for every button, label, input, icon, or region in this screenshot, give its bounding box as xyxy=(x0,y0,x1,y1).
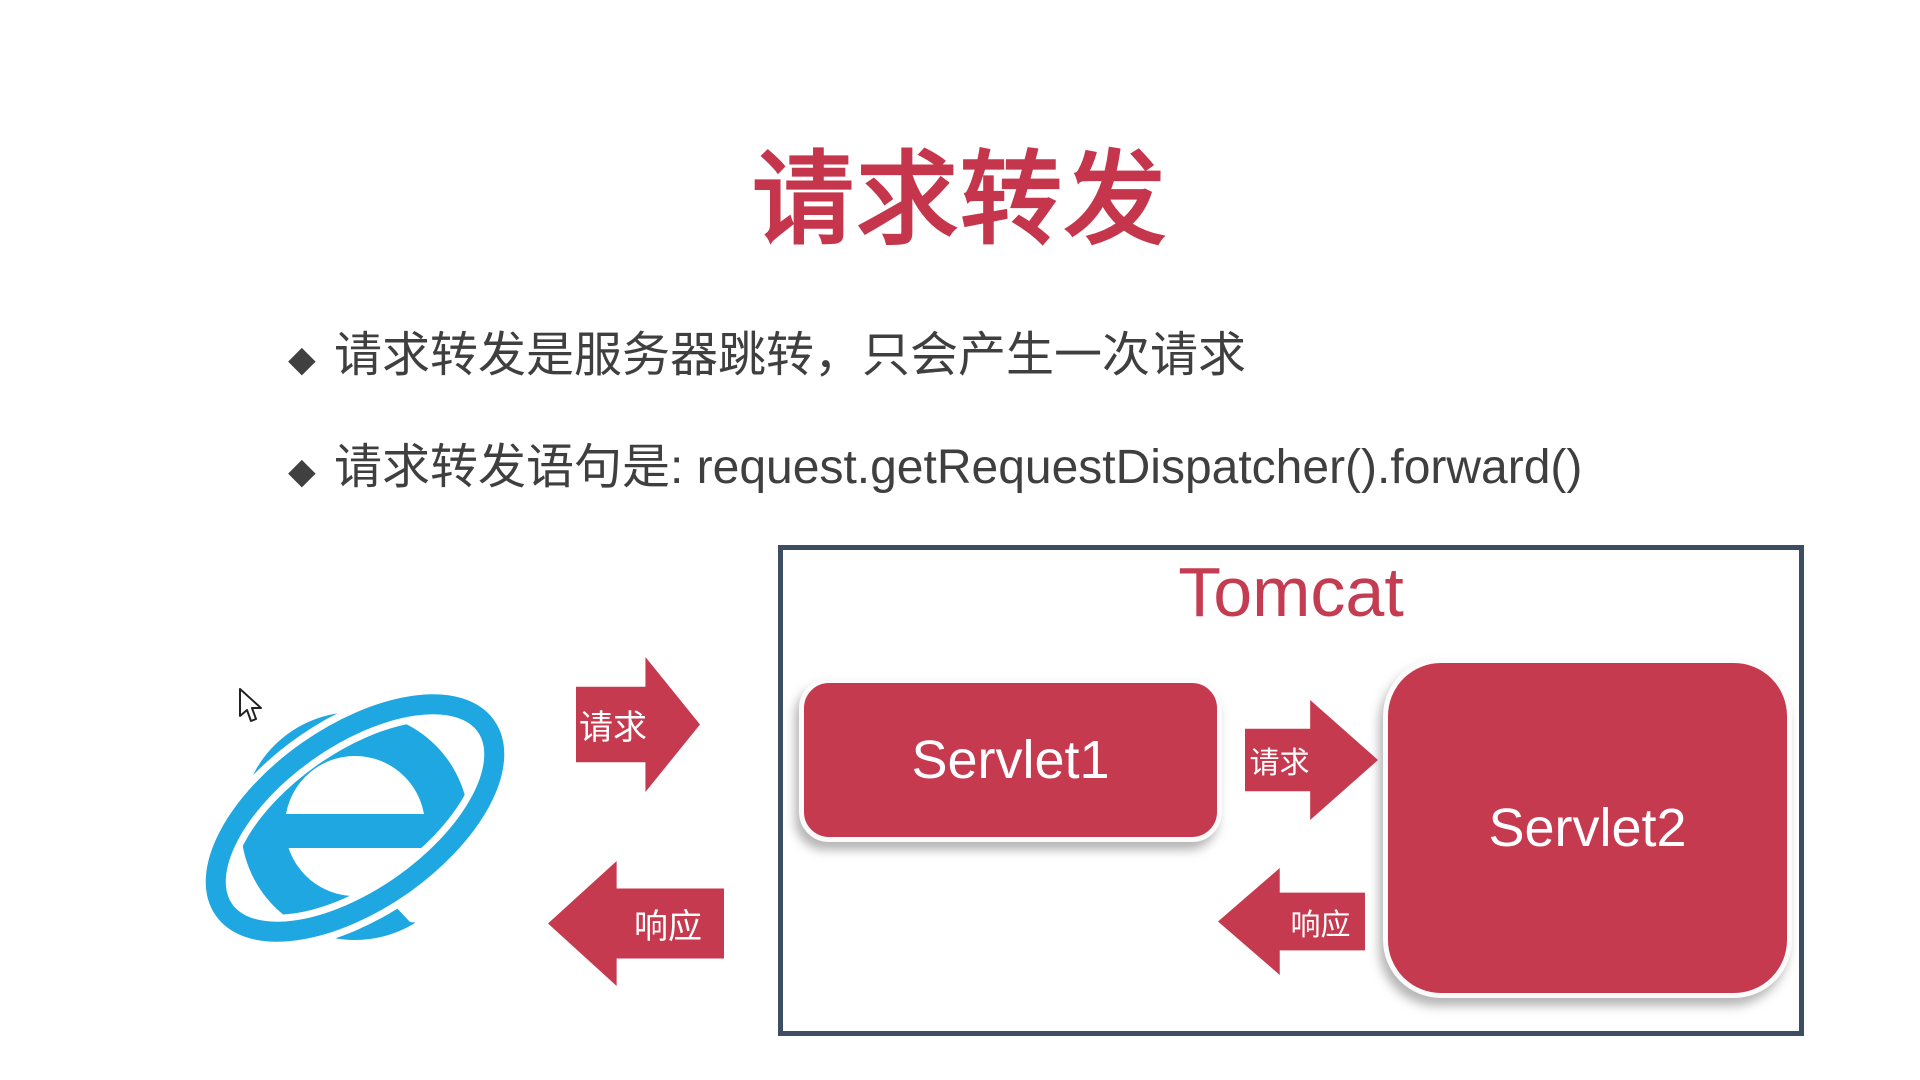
request-arrow-browser-to-tomcat: 请求 xyxy=(576,657,700,792)
arrow-label: 请求 xyxy=(1249,747,1310,780)
response-arrow-tomcat-to-browser: 响应 xyxy=(548,861,724,986)
servlet1-label: Servlet1 xyxy=(911,730,1110,790)
servlet2-label: Servlet2 xyxy=(1488,798,1687,858)
tomcat-label: Tomcat xyxy=(1178,553,1404,631)
diamond-bullet-icon: ◆ xyxy=(288,450,316,491)
arrow-label: 响应 xyxy=(1290,908,1351,942)
mouse-cursor-icon xyxy=(239,688,262,722)
tomcat-container xyxy=(778,545,1804,1036)
arrow-label: 响应 xyxy=(634,908,702,946)
bullet-text: 请求转发是服务器跳转，只会产生一次请求 xyxy=(334,329,1247,382)
bullet-text: 请求转发语句是: request.getRequestDispatcher().… xyxy=(334,441,1583,494)
internet-explorer-icon xyxy=(205,687,505,949)
servlet1-box: Servlet1 xyxy=(799,678,1222,842)
arrow-label: 请求 xyxy=(579,709,647,747)
page-title: 请求转发 xyxy=(752,143,1168,257)
diamond-bullet-icon: ◆ xyxy=(288,338,316,379)
servlet2-box: Servlet2 xyxy=(1383,658,1792,998)
bullet-item: ◆ 请求转发语句是: request.getRequestDispatcher(… xyxy=(288,438,1582,498)
bullet-item: ◆ 请求转发是服务器跳转，只会产生一次请求 xyxy=(288,326,1246,386)
